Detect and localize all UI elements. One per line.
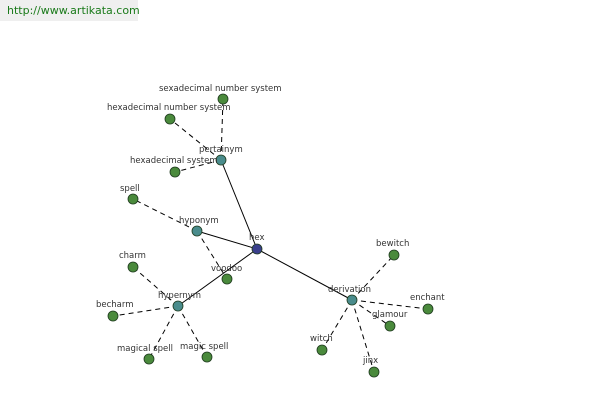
- node-pertainym[interactable]: [215, 154, 227, 166]
- edge-pertainym-hexadecimal-ns: [169, 118, 222, 161]
- node-glamour[interactable]: [384, 320, 396, 332]
- node-label-charm: charm: [119, 251, 146, 261]
- edge-derivation-bewitch: [351, 254, 395, 301]
- node-derivation[interactable]: [346, 294, 358, 306]
- node-label-derivation: derivation: [328, 285, 371, 295]
- node-enchant[interactable]: [422, 303, 434, 315]
- node-label-hexadecimal-ns: hexadecimal number system: [107, 103, 231, 113]
- edge-hypernym-charm: [132, 266, 179, 307]
- node-label-magical-spell: magical spell: [117, 344, 173, 354]
- edge-hypernym-magical-spell: [148, 305, 179, 360]
- node-label-witch: witch: [310, 334, 333, 344]
- node-becharm[interactable]: [107, 310, 119, 322]
- edge-hex-derivation: [256, 248, 353, 301]
- node-label-pertainym: pertainym: [199, 145, 243, 155]
- edge-hex-pertainym: [220, 159, 258, 250]
- edge-hex-hypernym: [177, 248, 258, 307]
- node-label-enchant: enchant: [410, 293, 445, 303]
- edge-hex-hyponym: [196, 230, 258, 250]
- node-magical-spell[interactable]: [143, 353, 155, 365]
- node-spell[interactable]: [127, 193, 139, 205]
- edge-derivation-witch: [321, 299, 353, 351]
- edge-hypernym-magic-spell: [177, 305, 208, 358]
- node-label-bewitch: bewitch: [376, 239, 409, 249]
- node-bewitch[interactable]: [388, 249, 400, 261]
- node-label-becharm: becharm: [96, 300, 134, 310]
- edge-derivation-glamour: [351, 299, 391, 327]
- node-hex[interactable]: [251, 243, 263, 255]
- labels-layer: hex pertainym hyponym hypernym derivation sex…: [96, 84, 445, 366]
- node-label-sexadecimal: sexadecimal number system: [159, 84, 282, 94]
- node-label-hyponym: hyponym: [179, 216, 219, 226]
- node-label-voodoo: voodoo: [211, 264, 242, 274]
- edge-hypernym-becharm: [112, 305, 179, 317]
- edges-layer: [112, 98, 429, 373]
- node-charm[interactable]: [127, 261, 139, 273]
- source-link[interactable]: http://www.artikata.com: [7, 4, 140, 17]
- edge-pertainym-hexadecimal-s: [174, 159, 222, 173]
- node-hexadecimal-ns[interactable]: [164, 113, 176, 125]
- edge-hyponym-voodoo: [196, 230, 228, 280]
- source-banner: http://www.artikata.com: [0, 0, 140, 21]
- node-label-jinx: jinx: [362, 356, 378, 366]
- nodes-layer: [107, 93, 434, 378]
- node-label-hexadecimal-s: hexadecimal system: [130, 156, 218, 166]
- node-label-spell: spell: [120, 184, 140, 194]
- node-label-magic-spell: magic spell: [180, 342, 228, 352]
- node-voodoo[interactable]: [221, 273, 233, 285]
- node-label-glamour: glamour: [372, 310, 408, 320]
- edge-derivation-enchant: [351, 299, 429, 310]
- node-hexadecimal-s[interactable]: [169, 166, 181, 178]
- node-sexadecimal[interactable]: [217, 93, 229, 105]
- node-label-hypernym: hypernym: [158, 291, 201, 301]
- edge-pertainym-sexadecimal: [220, 98, 224, 161]
- node-jinx[interactable]: [368, 366, 380, 378]
- node-witch[interactable]: [316, 344, 328, 356]
- node-hyponym[interactable]: [191, 225, 203, 237]
- edge-hyponym-spell: [132, 198, 198, 232]
- node-hypernym[interactable]: [172, 300, 184, 312]
- node-magic-spell[interactable]: [201, 351, 213, 363]
- node-label-hex: hex: [249, 233, 265, 243]
- edge-derivation-jinx: [351, 299, 375, 373]
